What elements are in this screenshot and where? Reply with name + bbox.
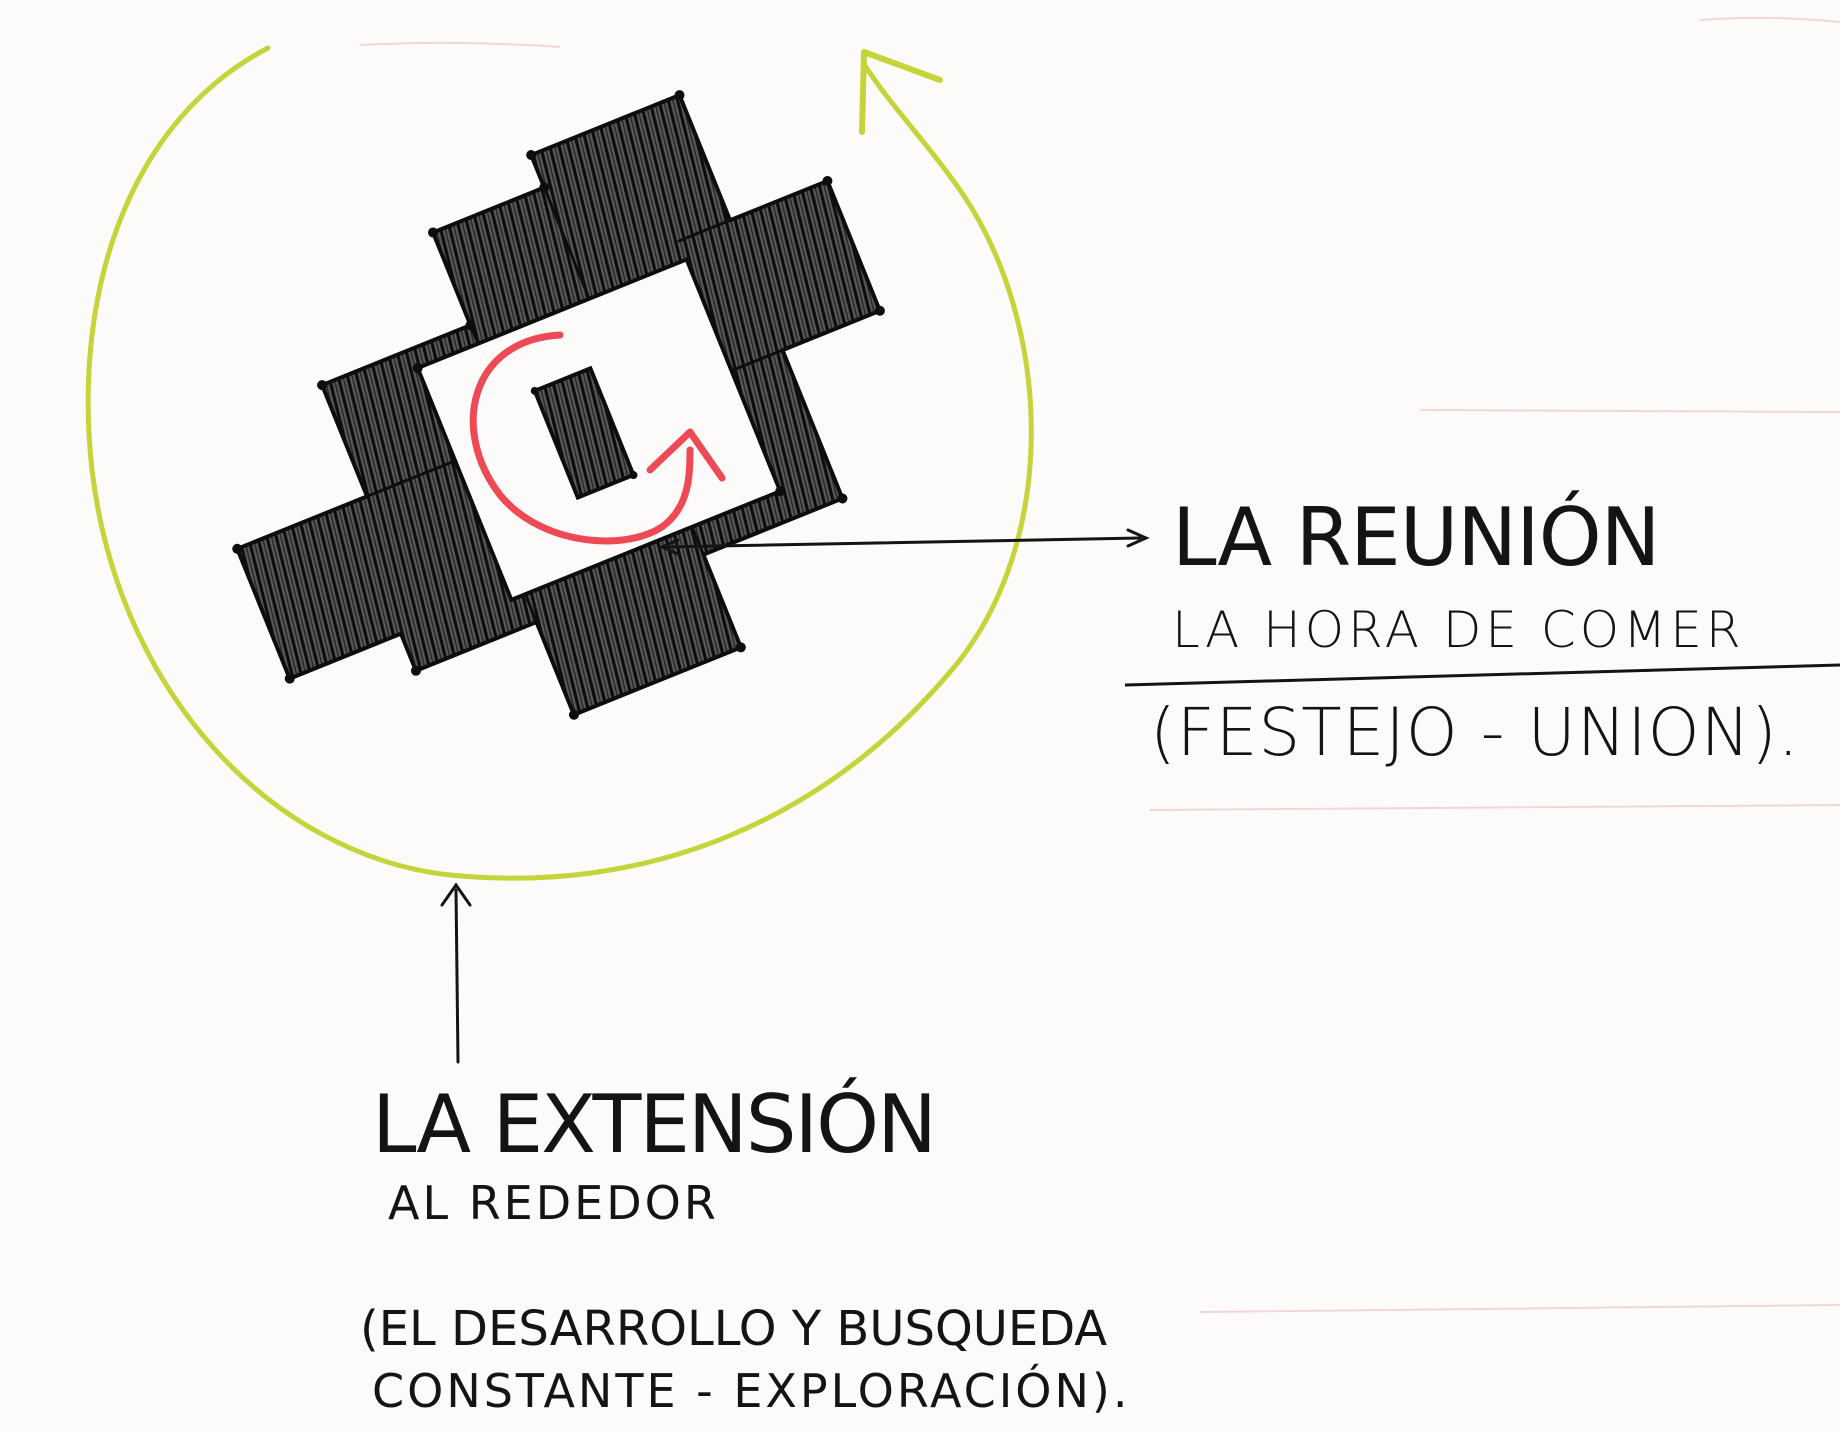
extension-title: LA EXTENSIÓN — [372, 1078, 937, 1171]
ring-arrowhead — [859, 49, 943, 135]
reunion-divider — [1124, 663, 1840, 687]
extension-ring — [85, 45, 1034, 881]
reunion-note: (FESTEJO - UNION). — [1150, 694, 1800, 771]
red-rotation-arrow — [469, 331, 726, 545]
extension-note-line-2: CONSTANTE - EXPLORACIÓN). — [372, 1364, 1131, 1418]
reunion-title: LA REUNIÓN — [1172, 491, 1660, 584]
hatched-plan — [232, 90, 885, 720]
ring-arc — [85, 45, 1034, 881]
paper-rule-lines — [359, 16, 1840, 1313]
extension-subtitle: AL REDEDOR — [388, 1176, 719, 1230]
reunion-leader-arrow — [658, 528, 1150, 556]
extension-leader-arrow — [440, 882, 472, 1064]
extension-note-line-1: (EL DESARROLLO Y BUSQUEDA — [360, 1301, 1108, 1357]
reunion-subtitle: LA HORA DE COMER — [1172, 601, 1745, 659]
